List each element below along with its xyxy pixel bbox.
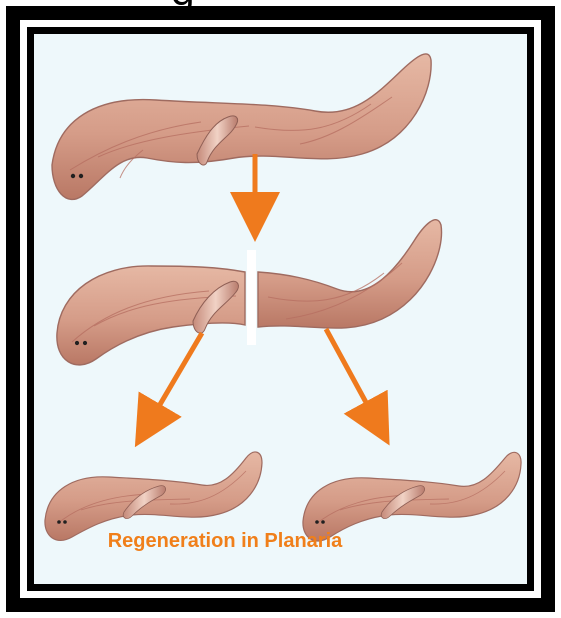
worm-eye-right — [79, 174, 83, 178]
left-regenerated-eye-left — [57, 520, 61, 524]
diagram-caption: Regeneration in Planaria — [90, 530, 360, 553]
posterior-piece — [258, 220, 442, 328]
planaria-whole — [52, 54, 431, 200]
right-regenerated-eye-left — [315, 520, 319, 524]
regenerated-planaria-left — [45, 452, 262, 540]
anterior-piece — [57, 266, 245, 365]
right-regeneration-arrow — [326, 329, 380, 428]
cut-gap — [247, 250, 256, 345]
regenerated-planaria-right — [303, 452, 521, 541]
middle-eye-right — [83, 341, 87, 345]
planaria-cut — [57, 220, 442, 365]
middle-eye-left — [75, 341, 79, 345]
left-regenerated-eye-right — [63, 520, 67, 524]
worm-eye-left — [71, 174, 75, 178]
right-regenerated-eye-right — [321, 520, 325, 524]
left-regeneration-arrow — [145, 333, 202, 430]
